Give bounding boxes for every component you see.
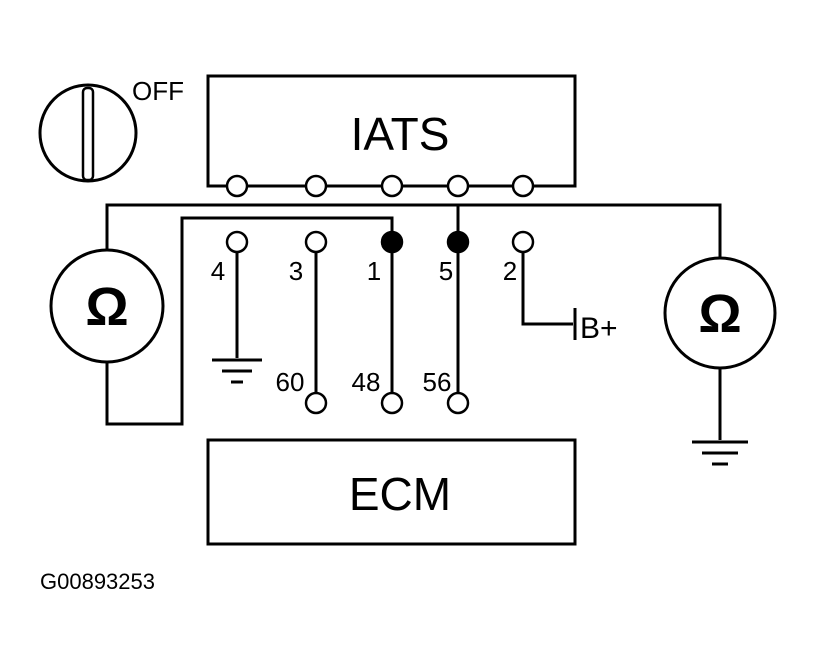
right-ohmmeter	[663, 256, 777, 370]
connector-pin-1	[380, 230, 404, 254]
battery-label: B+	[580, 312, 618, 345]
connector-pin-2	[511, 230, 535, 254]
iats-pin	[304, 174, 328, 198]
figure-id: G00893253	[40, 569, 155, 594]
iats-pin	[380, 174, 404, 198]
iats-label: IATS	[351, 108, 450, 160]
ecm-pin-56	[446, 391, 470, 415]
iats-pin	[446, 174, 470, 198]
pin-label-4: 4	[211, 256, 225, 286]
ecm-pin-48	[380, 391, 404, 415]
ecm-box	[206, 438, 577, 546]
bus-wire	[105, 203, 722, 258]
pin2-battery-wire	[521, 253, 573, 326]
pin1-wire	[105, 216, 394, 426]
iats-pin	[225, 174, 249, 198]
right-ohm-symbol: Ω	[698, 284, 741, 344]
ecm-pin-label-60: 60	[276, 367, 305, 397]
connector-pin-4	[225, 230, 249, 254]
connector-pin-3	[304, 230, 328, 254]
ground-symbol-right	[692, 440, 748, 466]
pin-label-1: 1	[367, 256, 381, 286]
pin-label-2: 2	[503, 256, 517, 286]
switch-off-label: OFF	[132, 76, 184, 106]
pin-label-3: 3	[289, 256, 303, 286]
pin-label-5: 5	[439, 256, 453, 286]
ecm-pin-label-56: 56	[423, 367, 452, 397]
ecm-pin-60	[304, 391, 328, 415]
ignition-switch	[38, 83, 138, 183]
iats-pin	[511, 174, 535, 198]
iats-pins	[225, 174, 535, 198]
iats-box	[206, 74, 577, 188]
connector-pin-5	[446, 230, 470, 254]
ecm-pins	[304, 391, 470, 415]
left-ohmmeter	[49, 248, 165, 364]
ecm-label: ECM	[349, 468, 451, 520]
ecm-pin-label-48: 48	[352, 367, 381, 397]
ground-symbol-pin4	[212, 358, 262, 384]
connector-pins	[225, 230, 535, 254]
left-ohm-symbol: Ω	[85, 277, 128, 337]
